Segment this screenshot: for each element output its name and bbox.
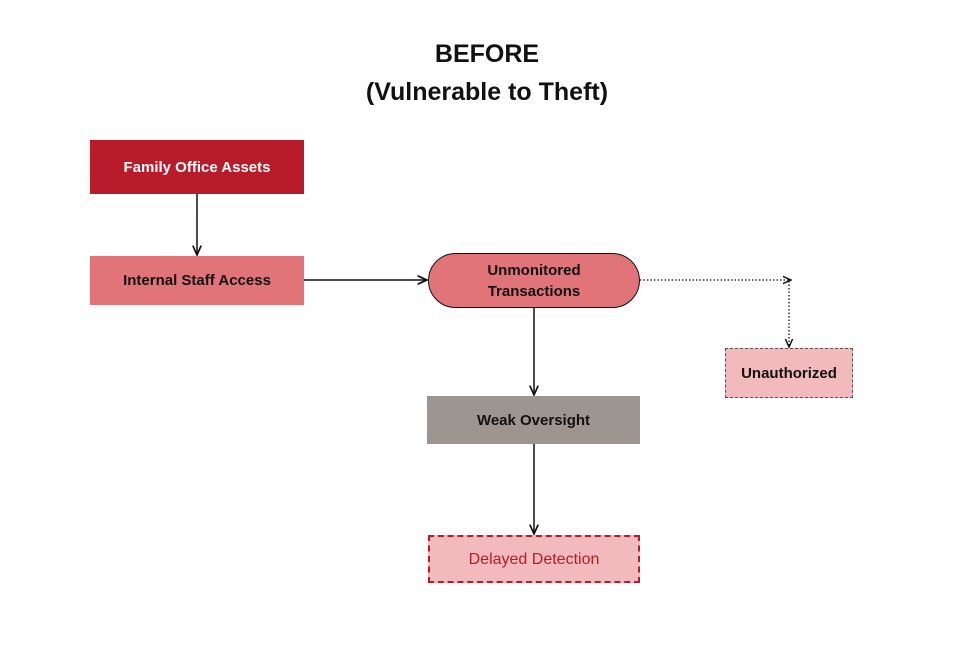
node-unmonitored-transactions: Unmonitored Transactions (428, 253, 640, 308)
node-internal-staff-access: Internal Staff Access (90, 256, 304, 305)
node-unauthorized: Unauthorized (725, 348, 853, 398)
node-family-office-assets: Family Office Assets (90, 140, 304, 194)
diagram-title-line-2: (Vulnerable to Theft) (365, 78, 609, 106)
diagram-title-line-1: BEFORE (434, 40, 540, 68)
node-weak-oversight: Weak Oversight (427, 396, 640, 444)
node-delayed-detection: Delayed Detection (428, 535, 640, 583)
